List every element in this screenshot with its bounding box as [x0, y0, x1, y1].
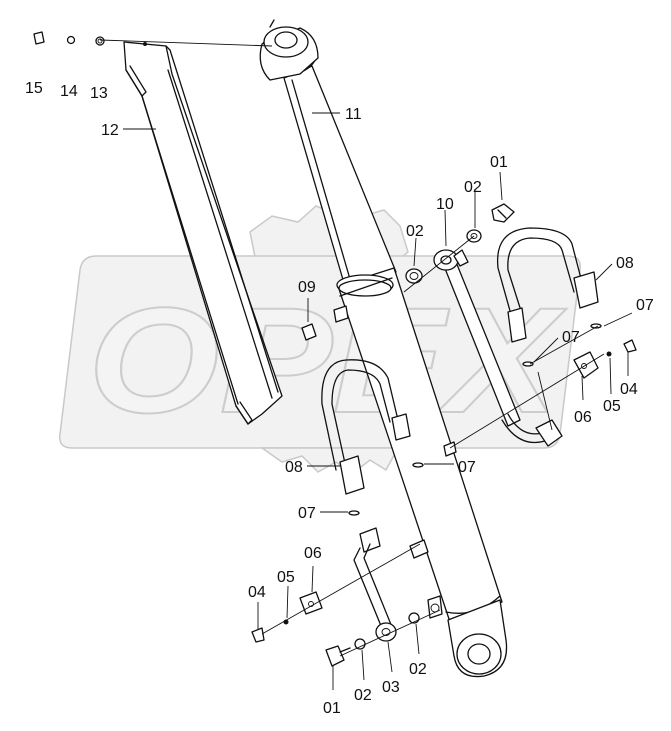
part-14-washer	[66, 35, 76, 45]
callout-09: 09	[298, 279, 316, 296]
watermark-plate	[59, 255, 581, 449]
callout-10: 10	[436, 196, 454, 213]
watermark-text: OPEX	[88, 276, 567, 444]
part-04-bolt-right	[623, 339, 637, 353]
part-02-seal-mid	[405, 268, 423, 284]
part-07-oring-c	[412, 462, 424, 468]
callout-11: 11	[345, 106, 362, 123]
part-04-bolt-left	[251, 627, 265, 643]
callout-05-right: 05	[603, 398, 621, 415]
pipe-10	[433, 249, 521, 427]
guard-plate	[123, 41, 283, 426]
callout-02-mid: 02	[406, 223, 424, 240]
piston-rod	[259, 19, 397, 291]
part-05-washer-right	[606, 351, 612, 357]
callout-13: 13	[90, 85, 108, 102]
watermark-logo: OPEX	[59, 203, 581, 475]
callout-07-mid: 07	[562, 329, 580, 346]
callout-06-left: 06	[304, 545, 322, 562]
part-03-banjo	[375, 622, 397, 642]
callout-14: 14	[60, 83, 78, 100]
callout-04-right: 04	[620, 381, 638, 398]
callout-06-right: 06	[574, 409, 592, 426]
callout-08-left: 08	[285, 459, 303, 476]
axis-lines	[99, 39, 605, 657]
callout-01-bottom: 01	[323, 700, 341, 717]
part-15-plug	[33, 31, 45, 45]
hose-lower-left	[321, 359, 411, 639]
part-07-oring-a	[590, 323, 602, 329]
part-01-bolt-lower	[325, 645, 345, 667]
part-02-seal-lower-left	[354, 638, 366, 650]
callout-07-lower-left: 07	[298, 505, 316, 522]
cylinder-tube	[333, 267, 508, 678]
part-07-oring-b	[522, 361, 534, 367]
hose-upper-right	[496, 227, 599, 447]
callout-05-left: 05	[277, 569, 295, 586]
callout-02-bottom-right: 02	[409, 661, 427, 678]
callout-15: 15	[25, 80, 43, 97]
callout-07-lower-right: 07	[458, 459, 476, 476]
part-13-oring	[95, 36, 105, 46]
callout-02-bottom-left: 02	[354, 687, 372, 704]
small-parts	[33, 31, 637, 667]
watermark-gear-bottom	[259, 447, 400, 475]
callout-labels: 15 14 13 12 11 01 02 10 02 08 09 07 07 0…	[25, 80, 654, 717]
part-01-fitting-top	[491, 203, 515, 223]
callout-12: 12	[101, 122, 119, 139]
leader-lines	[123, 112, 633, 690]
callout-02-top: 02	[464, 179, 482, 196]
callout-04-left: 04	[248, 584, 266, 601]
callout-03: 03	[382, 679, 400, 696]
part-06-flange-left	[299, 591, 323, 615]
callout-08-right: 08	[616, 255, 634, 272]
callout-07-right: 07	[636, 297, 654, 314]
callout-01-top: 01	[490, 154, 508, 171]
part-07-oring-d	[348, 510, 360, 516]
part-09-block	[301, 323, 317, 341]
